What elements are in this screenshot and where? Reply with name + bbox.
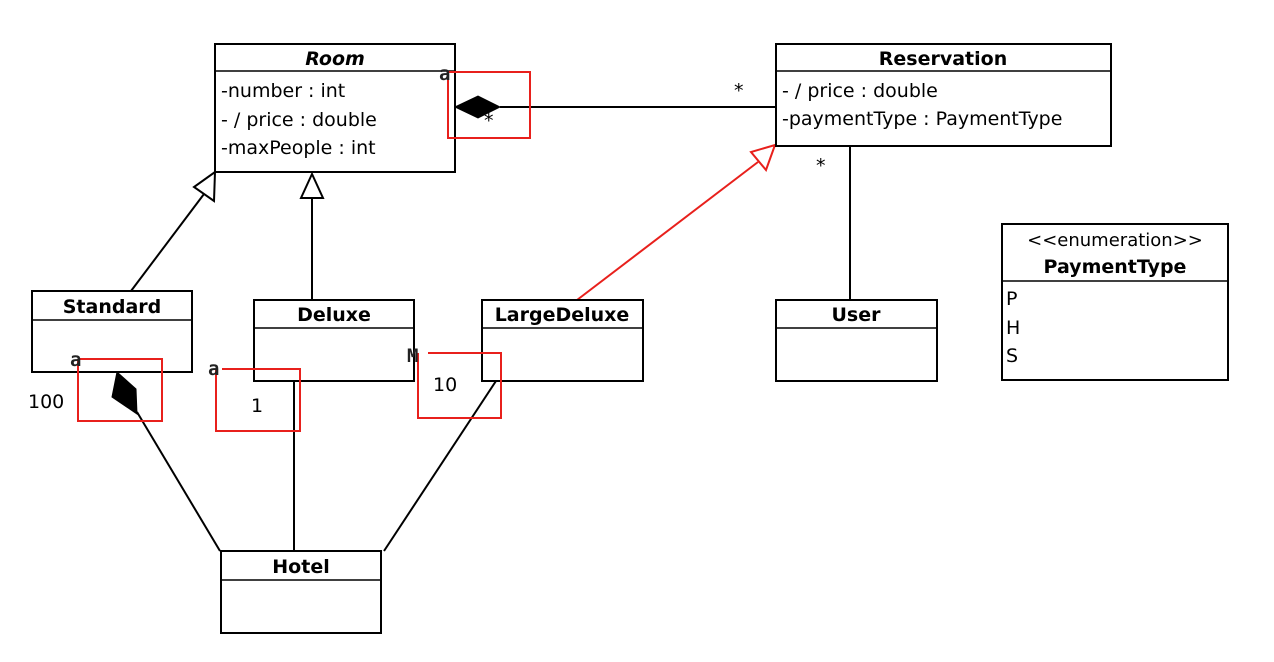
- handle-glyph-standard: a: [70, 349, 81, 371]
- class-hotel[interactable]: Hotel: [220, 550, 382, 634]
- handle-glyph-room: a: [439, 63, 450, 85]
- selection-handle-largedeluxe[interactable]: [417, 352, 502, 419]
- class-room-attr-maxpeople: -maxPeople : int: [221, 137, 376, 159]
- class-user-name: User: [832, 304, 882, 326]
- class-room[interactable]: Room -number : int - / price : double -m…: [214, 43, 456, 173]
- edge-largedeluxe-reservation-generalization[interactable]: [576, 161, 759, 301]
- class-user[interactable]: User: [775, 299, 938, 382]
- enum-paymenttype-name: PaymentType: [1044, 256, 1187, 278]
- class-standard[interactable]: Standard: [31, 290, 193, 373]
- enum-literal-h: H: [1006, 317, 1020, 339]
- handle-glyph-deluxe: a: [208, 358, 219, 380]
- generalization-arrow-standard: [192, 170, 217, 203]
- class-room-attr-price: - / price : double: [221, 109, 377, 131]
- class-largedeluxe[interactable]: LargeDeluxe: [481, 299, 644, 382]
- class-room-attr-number: -number : int: [221, 80, 345, 102]
- edge-standard-hotel[interactable]: [136, 411, 221, 552]
- handle-glyph-largedeluxe: M: [407, 345, 418, 367]
- generalization-arrow-largedeluxe: [749, 143, 777, 172]
- class-reservation-attr-paymenttype: -paymentType : PaymentType: [782, 108, 1062, 130]
- class-hotel-name: Hotel: [272, 556, 329, 578]
- edge-largedeluxe-hotel[interactable]: [383, 380, 497, 552]
- enum-literal-s: S: [1006, 345, 1018, 367]
- composition-diamond-room: [453, 95, 502, 119]
- multiplicity-reservation-user: *: [816, 155, 826, 177]
- multiplicity-largedeluxe-hotel: 10: [433, 374, 457, 396]
- generalization-arrow-deluxe: [299, 171, 325, 199]
- multiplicity-reservation-room: *: [734, 80, 744, 102]
- class-reservation-name: Reservation: [879, 48, 1007, 70]
- edge-standard-room-generalization[interactable]: [130, 193, 205, 292]
- class-reservation-attr-price: - / price : double: [782, 80, 938, 102]
- class-largedeluxe-name: LargeDeluxe: [495, 304, 630, 326]
- multiplicity-deluxe-hotel: 1: [251, 395, 263, 417]
- class-room-name: Room: [305, 48, 365, 70]
- class-deluxe[interactable]: Deluxe: [253, 299, 415, 382]
- selection-handle-standard[interactable]: [77, 358, 163, 422]
- selection-handle-deluxe[interactable]: [215, 368, 301, 432]
- multiplicity-standard-hotel: 100: [28, 391, 64, 413]
- enum-paymenttype[interactable]: <<enumeration>> PaymentType P H S: [1001, 223, 1229, 381]
- enum-paymenttype-stereotype: <<enumeration>>: [1027, 230, 1203, 251]
- selection-handle-room[interactable]: [447, 71, 531, 139]
- multiplicity-room-reservation: *: [484, 110, 494, 132]
- enum-literal-p: P: [1006, 288, 1017, 310]
- class-deluxe-name: Deluxe: [297, 304, 371, 326]
- class-reservation[interactable]: Reservation - / price : double -paymentT…: [775, 43, 1112, 147]
- composition-diamond-standard: [111, 371, 138, 415]
- class-standard-name: Standard: [63, 296, 162, 318]
